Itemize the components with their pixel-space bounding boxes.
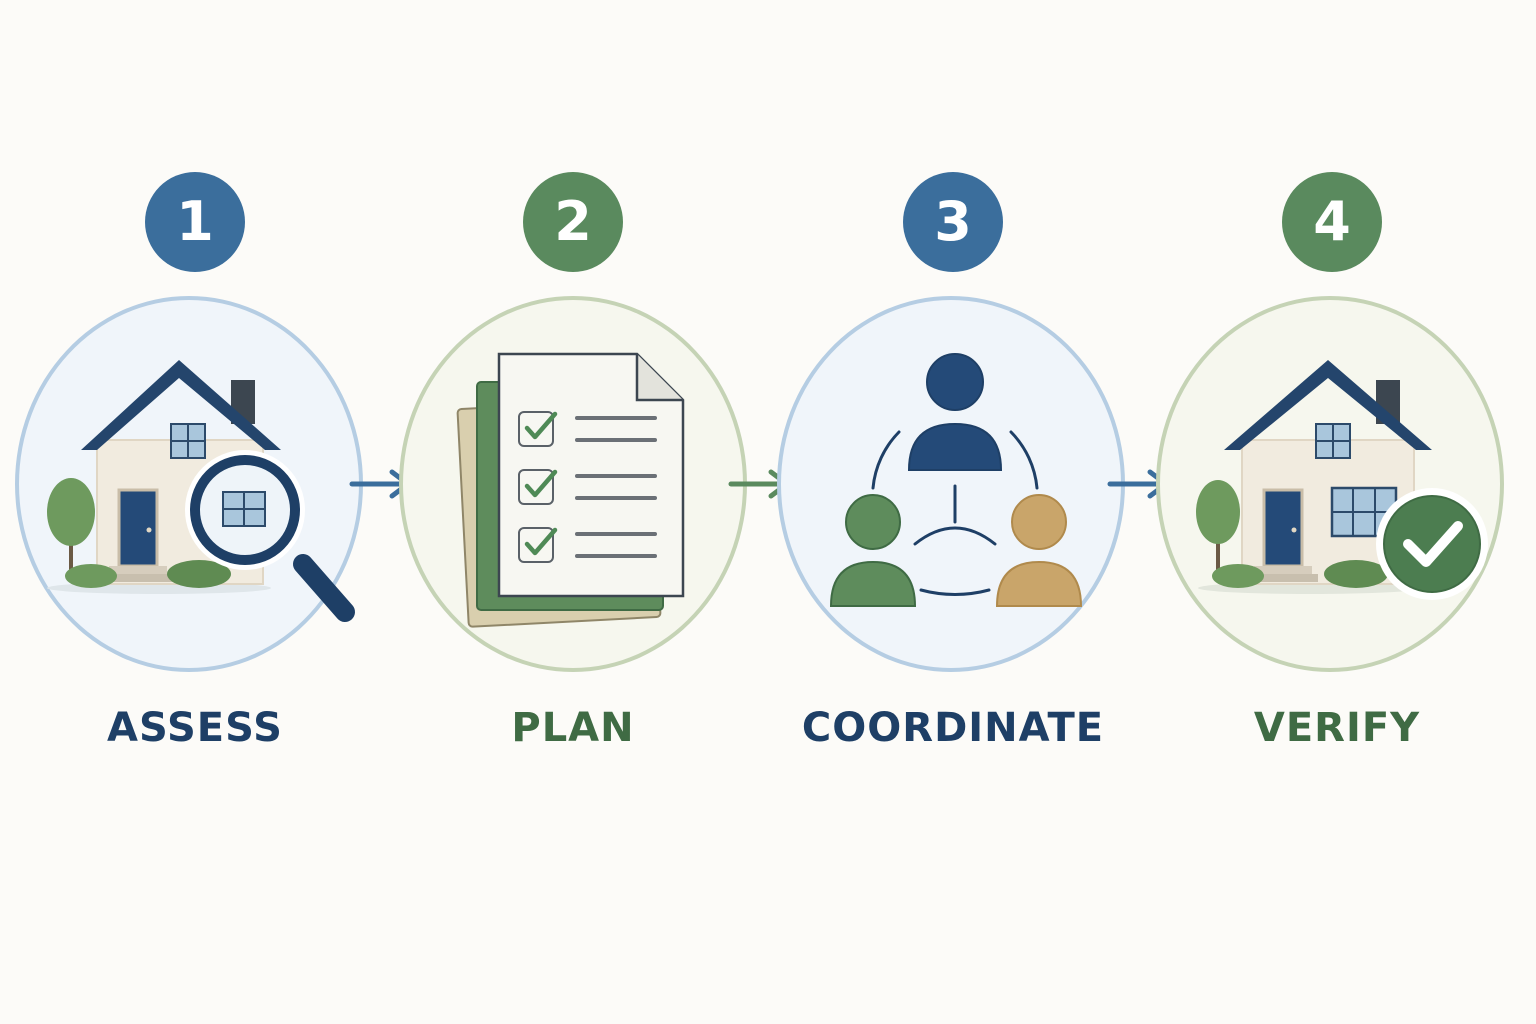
step-number-badge: 1 bbox=[145, 172, 245, 272]
step-1: 1 bbox=[5, 0, 385, 1024]
house-magnifier-icon bbox=[47, 360, 355, 622]
step-number-badge: 4 bbox=[1282, 172, 1382, 272]
step-label: PLAN bbox=[511, 705, 635, 751]
checklist-document-icon bbox=[456, 352, 685, 628]
step-label: COORDINATE bbox=[801, 705, 1105, 751]
step-2: 2 bbox=[383, 0, 763, 1024]
people-network-icon bbox=[829, 353, 1083, 607]
step-number-badge: 3 bbox=[903, 172, 1003, 272]
step-icon-ring bbox=[777, 296, 1125, 672]
step-label: ASSESS bbox=[107, 705, 283, 751]
step-icon-ring bbox=[1156, 296, 1504, 672]
house-checkmark-icon bbox=[1196, 360, 1488, 600]
step-icon-ring bbox=[399, 296, 747, 672]
step-3: 3 COORDINATE bbox=[763, 0, 1143, 1024]
step-4: 4 bbox=[1142, 0, 1522, 1024]
step-number-badge: 2 bbox=[523, 172, 623, 272]
step-icon-ring bbox=[15, 296, 363, 672]
step-label: VERIFY bbox=[1253, 705, 1421, 751]
